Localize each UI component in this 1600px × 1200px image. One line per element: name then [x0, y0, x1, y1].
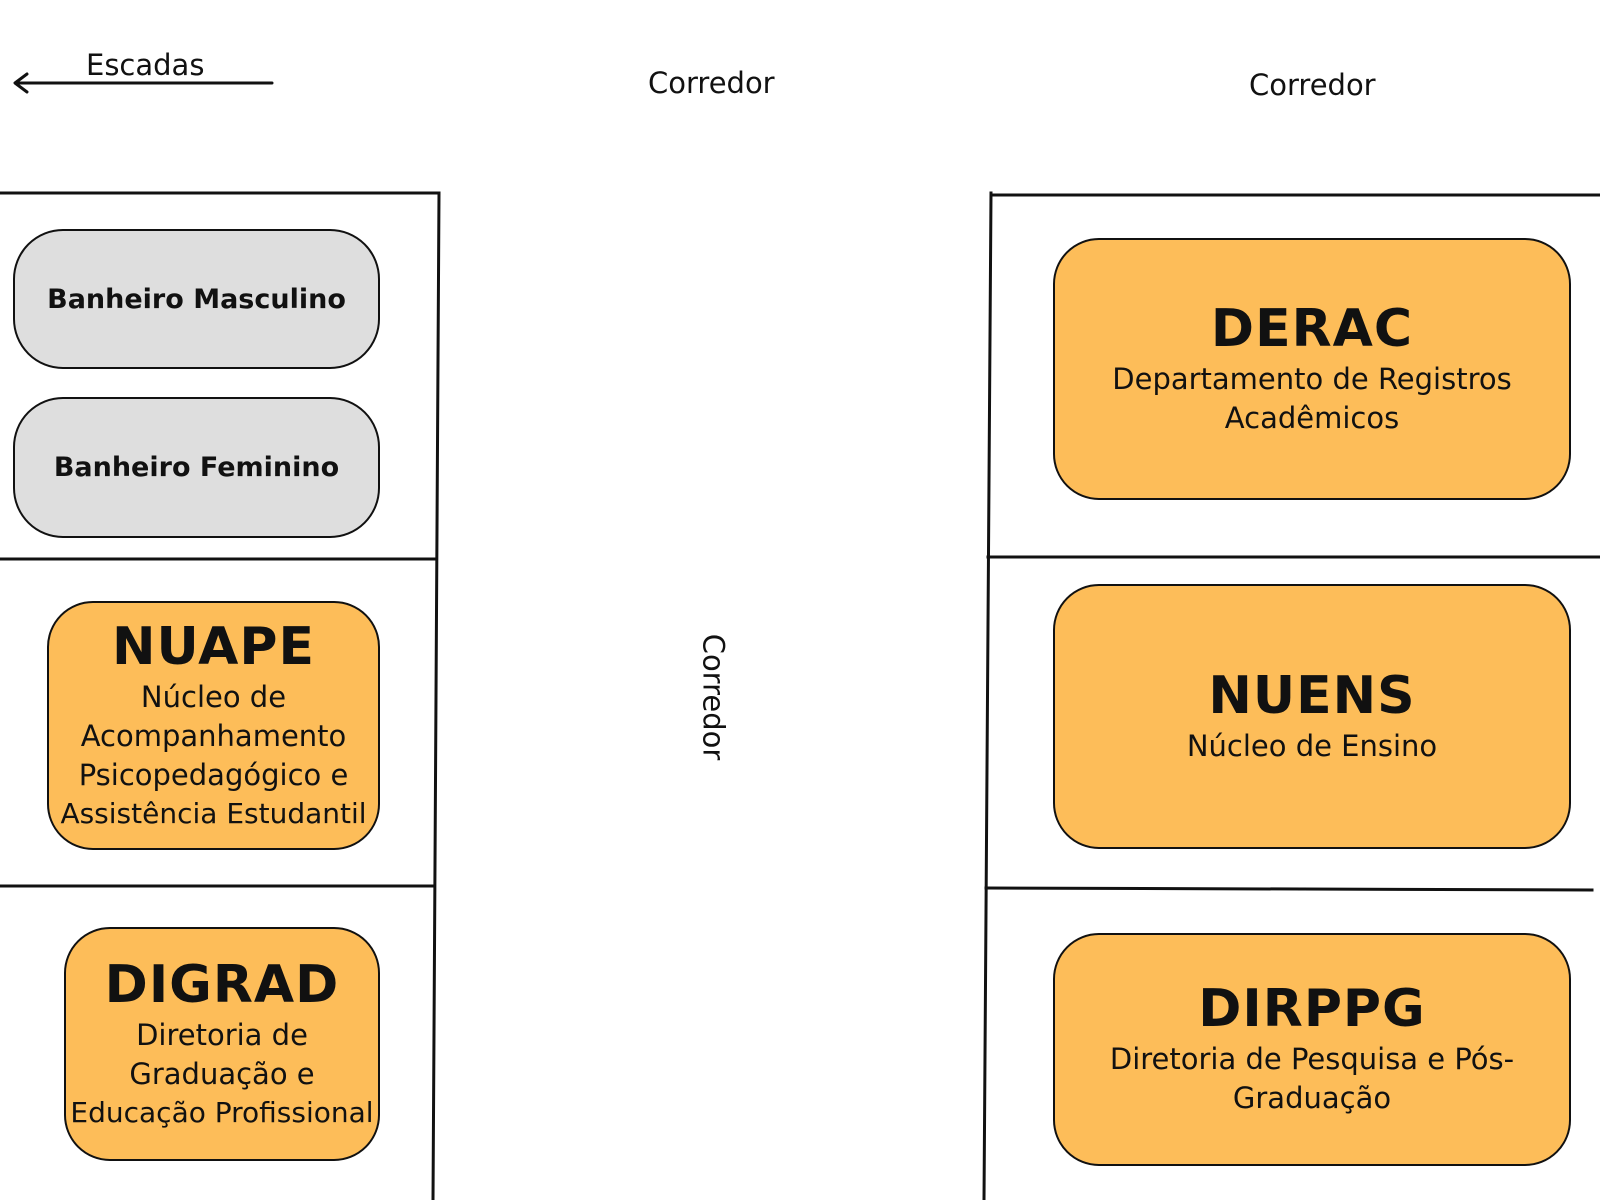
room-description-line: Psicopedagógico e [78, 758, 349, 793]
stairs-arrow-icon [13, 72, 274, 94]
room-banheiro-masculino: Banheiro Masculino [13, 229, 380, 369]
room-code: DIGRAD [104, 955, 340, 1016]
room-code: DERAC [1210, 298, 1414, 359]
stairs-label: Escadas [86, 48, 205, 82]
room-description-line: Diretoria de [136, 1017, 308, 1052]
room-description-line: Diretoria de Pesquisa e Pós- [1109, 1042, 1515, 1077]
room-description-line: Núcleo de [140, 679, 287, 714]
room-name: Banheiro Feminino [53, 452, 340, 483]
corridor-label-top-right: Corredor [1249, 68, 1376, 102]
room-dirppg: DIRPPG Diretoria de Pesquisa e Pós- Grad… [1053, 933, 1571, 1166]
room-description-line: Núcleo de Ensino [1186, 728, 1438, 763]
room-nuens: NUENS Núcleo de Ensino [1053, 584, 1571, 849]
room-digrad: DIGRAD Diretoria de Graduação e Educação… [64, 927, 380, 1161]
room-description-line: Graduação e [129, 1057, 315, 1091]
room-name: Banheiro Masculino [47, 283, 346, 315]
room-code: NUENS [1208, 666, 1416, 727]
room-description-line: Graduação [1232, 1081, 1392, 1116]
left-block-right-wall [431, 191, 441, 1200]
room-description-line: Acompanhamento [80, 718, 347, 753]
room-description-line: Acadêmicos [1224, 400, 1400, 435]
room-description-line: Departamento de Registros [1112, 361, 1512, 396]
room-derac: DERAC Departamento de Registros Acadêmic… [1053, 238, 1571, 500]
corridor-label-top-center: Corredor [648, 66, 775, 100]
room-nuape: NUAPE Núcleo de Acompanhamento Psicopeda… [47, 601, 380, 850]
room-code: NUAPE [111, 616, 316, 677]
room-code: DIRPPG [1198, 979, 1426, 1040]
right-block-divider-2 [984, 886, 1594, 892]
corridor-label-vertical: Corredor [696, 633, 731, 761]
room-description-line: Assistência Estudantil [60, 797, 367, 831]
right-block-left-wall [982, 191, 993, 1200]
room-description-line: Educação Profissional [70, 1096, 374, 1130]
room-banheiro-feminino: Banheiro Feminino [13, 397, 380, 538]
